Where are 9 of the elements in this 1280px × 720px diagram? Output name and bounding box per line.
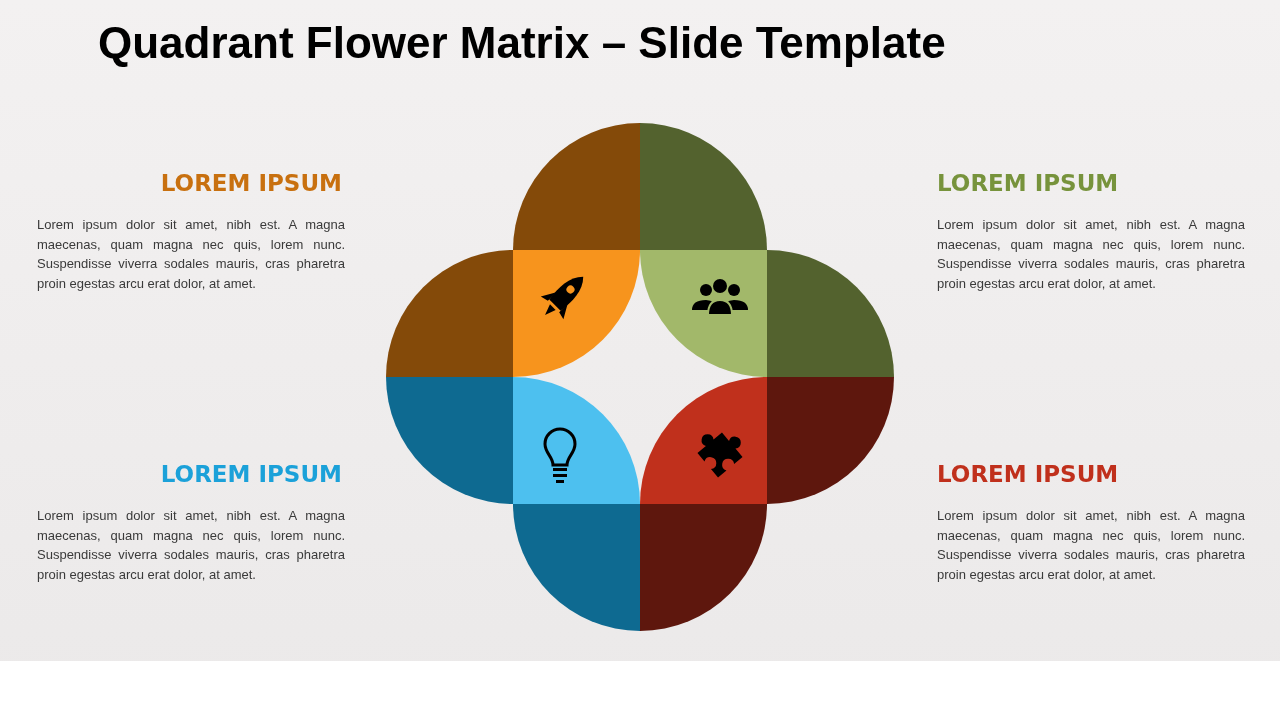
section-heading: LOREM IPSUM [937,461,1120,487]
slide-title: Quadrant Flower Matrix – Slide Template [98,18,946,68]
section-heading: LOREM IPSUM [159,170,342,196]
section-heading: LOREM IPSUM [937,170,1120,196]
section-heading: LOREM IPSUM [159,461,342,487]
description-text: Lorem ipsum dolor sit amet, nibh est. A magna maecenas, quam magna nec quis, lorem nunc. Suspendisse viverra sodales mauris, cras pharetra proin egestas arcu erat dolor, at amet. [937,216,1245,293]
description-text: Lorem ipsum dolor sit amet, nibh est. A magna maecenas, quam magna nec quis, lorem nunc. Suspendisse viverra sodales mauris, cras pharetra proin egestas arcu erat dolor, at amet. [937,507,1245,584]
description-text: Lorem ipsum dolor sit amet, nibh est. A magna maecenas, quam magna nec quis, lorem nunc. Suspendisse viverra sodales mauris, cras pharetra proin egestas arcu erat dolor, at amet. [37,216,345,293]
description-text: Lorem ipsum dolor sit amet, nibh est. A magna maecenas, quam magna nec quis, lorem nunc. Suspendisse viverra sodales mauris, cras pharetra proin egestas arcu erat dolor, at amet. [37,507,345,584]
